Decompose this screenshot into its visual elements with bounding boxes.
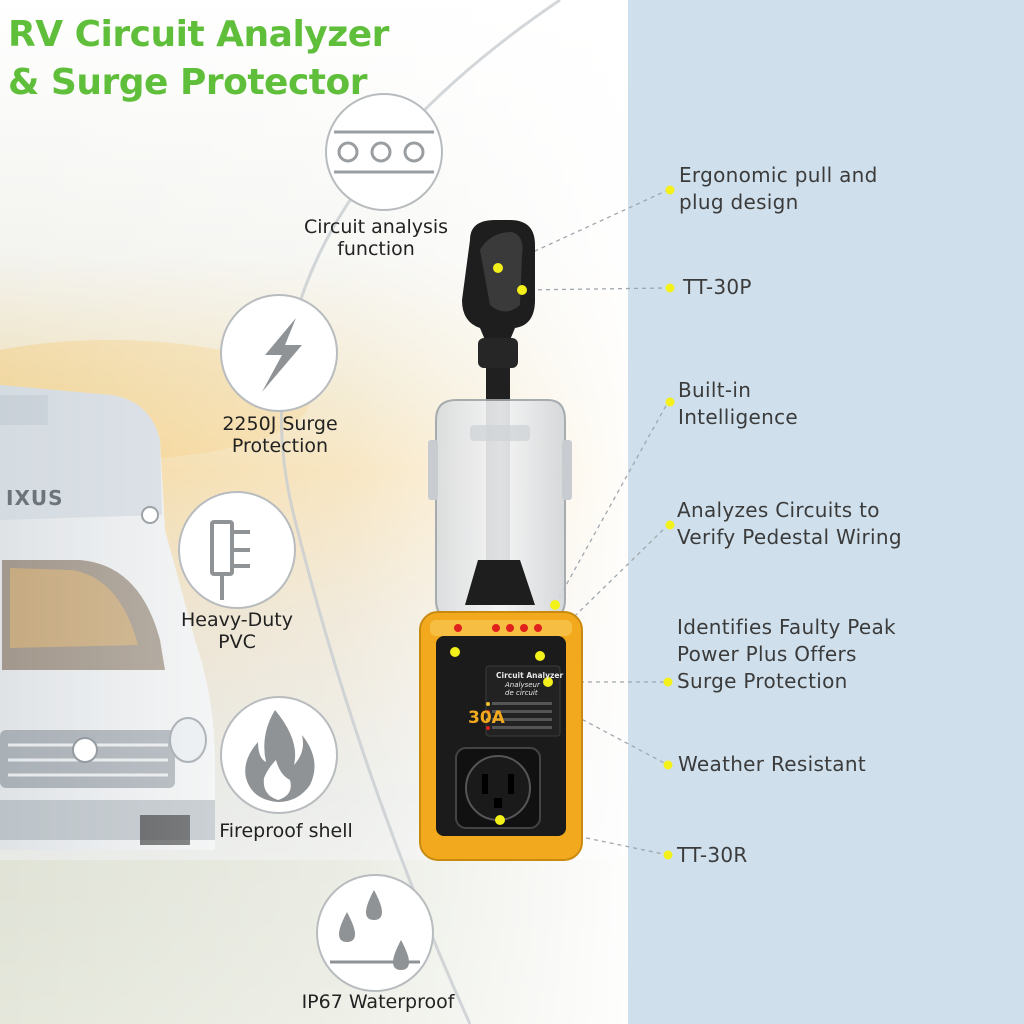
right-panel (628, 0, 1024, 1024)
feature-label-fireproof-shell: Fireproof shell (219, 820, 353, 842)
device-panel-subtitle1: Analyseur (504, 681, 541, 689)
callout-identifies-faulty: Identifies Faulty Peak Power Plus Offers… (677, 615, 896, 693)
callout-tt30p: TT-30P (683, 275, 752, 299)
rv-brand-text: IXUS (6, 486, 64, 510)
callout-ergonomic: Ergonomic pull and plug design (679, 163, 878, 214)
circles-icon (325, 93, 443, 211)
device-panel-title: Circuit Analyzer (496, 671, 563, 680)
lightning-icon (220, 294, 338, 412)
callout-dots (663, 185, 675, 860)
water-drops-icon (316, 874, 434, 992)
callout-analyzes-circuits: Analyzes Circuits to Verify Pedestal Wir… (677, 498, 902, 549)
flame-icon (220, 696, 338, 814)
plug-icon (178, 491, 296, 609)
feature-label-surge-protection: 2250J Surge Protection (222, 413, 338, 457)
callout-weather-resistant: Weather Resistant (678, 752, 866, 776)
device-panel-subtitle2: de circuit (505, 689, 538, 697)
page-title-line1: RV Circuit Analyzer (8, 14, 389, 55)
feature-label-heavy-duty-pvc: Heavy-Duty PVC (181, 609, 293, 653)
callout-built-in-intelligence: Built-in Intelligence (678, 378, 798, 429)
feature-label-ip67-waterproof: IP67 Waterproof (301, 991, 455, 1013)
callout-tt30r: TT-30R (677, 843, 748, 867)
device-rating: 30A (468, 708, 506, 728)
feature-label-circuit-analysis: Circuit analysis function (303, 216, 449, 260)
circuit-analyzer-device (419, 220, 583, 861)
device-dots (450, 263, 560, 825)
page-title-line2: & Surge Protector (8, 62, 368, 103)
